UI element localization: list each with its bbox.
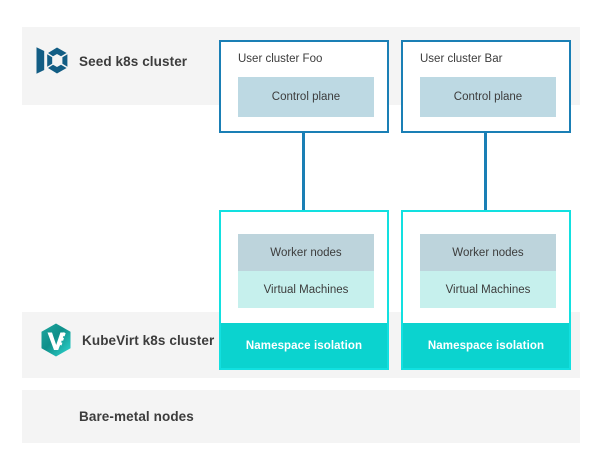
connector-line-foo [302,133,305,211]
virtual-machines-cell-foo: Virtual Machines [238,271,374,308]
worker-nodes-cell-bar: Worker nodes [420,234,556,271]
kubevirt-logo-icon [37,322,75,360]
kubevirt-worker-box-foo[interactable]: Worker nodes Virtual Machines Namespace … [219,210,389,370]
band-label-kubevirt-cluster: KubeVirt k8s cluster [82,333,215,348]
band-label-seed-cluster: Seed k8s cluster [79,54,188,69]
user-cluster-title-foo: User cluster Foo [238,53,323,65]
band-label-baremetal-nodes: Bare-metal nodes [79,409,194,424]
virtual-machines-cell-bar: Virtual Machines [420,271,556,308]
user-cluster-title-bar: User cluster Bar [420,53,503,65]
workload-stack-foo: Worker nodes Virtual Machines [238,234,374,308]
namespace-isolation-bar-foo: Namespace isolation [221,323,387,368]
control-plane-box-foo: Control plane [238,77,374,117]
user-cluster-box-bar[interactable]: User cluster Bar Control plane [401,40,571,133]
kubermatic-logo-icon [36,45,70,76]
workload-stack-bar: Worker nodes Virtual Machines [420,234,556,308]
band-baremetal-nodes [22,390,580,443]
worker-nodes-cell-foo: Worker nodes [238,234,374,271]
kubevirt-worker-box-bar[interactable]: Worker nodes Virtual Machines Namespace … [401,210,571,370]
control-plane-box-bar: Control plane [420,77,556,117]
connector-line-bar [484,133,487,211]
user-cluster-box-foo[interactable]: User cluster Foo Control plane [219,40,389,133]
namespace-isolation-bar-bar: Namespace isolation [403,323,569,368]
